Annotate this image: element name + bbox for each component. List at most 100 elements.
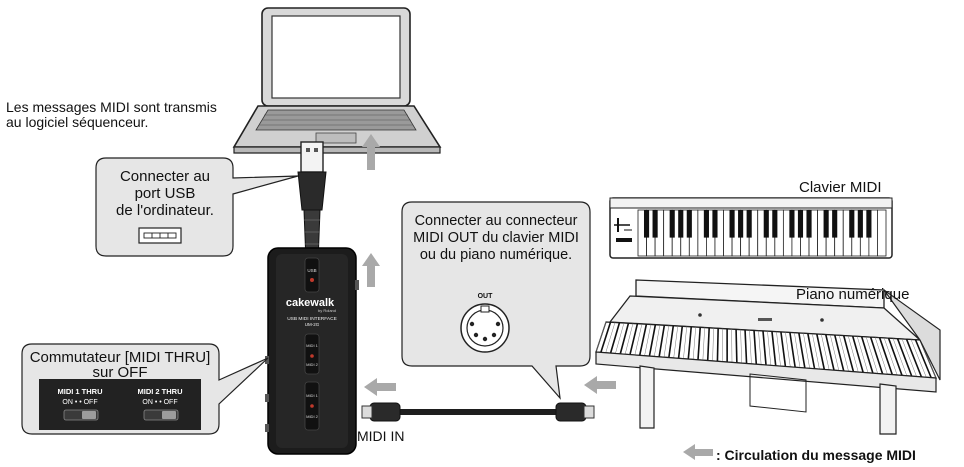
arrow-left-from-piano — [584, 376, 616, 394]
device-brand: cakewalk — [286, 297, 335, 309]
piano-numerique-label: Piano numérique — [796, 286, 909, 303]
piano-key-line — [803, 333, 810, 369]
piano-key-line — [677, 326, 684, 359]
piano-key-line — [892, 338, 908, 376]
piano-key-line — [740, 329, 742, 364]
piano-key-line — [883, 337, 898, 376]
midi-in-label: MIDI IN — [357, 428, 404, 444]
black-key — [789, 210, 795, 238]
piano-key-line — [683, 326, 687, 359]
connect-usb-line1: Connecter au — [120, 168, 210, 185]
piano-key-line — [785, 332, 791, 367]
legend-label: : Circulation du message MIDI — [716, 447, 916, 463]
callout-switch: MIDI 1 THRU ON • • OFF MIDI 2 THRU ON • … — [21, 343, 269, 435]
piano-key-line — [847, 335, 859, 373]
piano-key-line — [825, 334, 835, 371]
msg-transmit-line1: Les messages MIDI sont transmis — [6, 99, 217, 115]
piano-key-line — [673, 326, 679, 358]
piano-key-line — [697, 327, 701, 360]
piano-key-line — [812, 333, 820, 370]
piano-key-line — [758, 330, 762, 365]
piano-key-line — [807, 333, 816, 369]
black-key — [823, 210, 829, 238]
usb-port-icon — [138, 227, 182, 244]
piano-key-line — [833, 334, 845, 372]
piano-key-line — [706, 327, 710, 361]
device-model-line1: USB MIDI INTERFACE — [287, 316, 337, 322]
piano-key-line — [839, 335, 849, 372]
black-key — [738, 210, 744, 238]
black-key — [797, 210, 804, 238]
piano-key-line — [771, 331, 777, 366]
piano-key-line — [842, 335, 855, 372]
piano-key-line — [749, 330, 752, 364]
piano-key-line — [910, 339, 927, 378]
piano-key-line — [595, 321, 607, 353]
piano-key-line — [905, 338, 923, 378]
piano-key-line — [780, 331, 787, 367]
piano-key-line — [654, 325, 661, 357]
piano-key-line — [634, 324, 643, 356]
piano-key-line — [914, 339, 932, 378]
piano-key-line — [605, 322, 616, 353]
device-midi-label-2: MIDI 2 — [306, 362, 319, 367]
black-key — [643, 210, 650, 238]
piano-key-line — [735, 329, 738, 363]
black-key — [729, 210, 735, 238]
flow-arrows — [362, 134, 713, 460]
switch-2-state: ON • • OFF — [142, 399, 177, 406]
piano-key-line — [821, 334, 830, 370]
arrow-up-to-laptop — [362, 134, 380, 170]
piano-key-line — [816, 333, 826, 370]
connect-usb-line3: de l'ordinateur. — [116, 202, 214, 219]
piano-key-line — [638, 324, 648, 356]
connect-midi-out-line2: MIDI OUT du clavier MIDI — [413, 230, 579, 246]
piano-key-line — [687, 326, 693, 360]
device-midi-label-1: MIDI 1 — [306, 343, 319, 348]
piano-key-line — [874, 337, 888, 375]
switch-2-name: MIDI 2 THRU — [138, 387, 183, 396]
black-key — [703, 210, 709, 238]
piano-key-line — [692, 327, 696, 360]
callout-usb — [95, 157, 299, 257]
piano-key-line — [716, 328, 719, 362]
midi-din-connector-icon — [460, 303, 510, 353]
text-labels: Les messages MIDI sont transmis au logic… — [6, 99, 916, 463]
piano-key-line — [658, 325, 666, 357]
piano-key-line — [609, 322, 621, 354]
black-key — [857, 210, 863, 238]
keyboard-controls-icon — [614, 218, 632, 242]
black-key — [772, 210, 778, 238]
laptop-illustration — [232, 7, 442, 154]
device-midi-label-3: MIDI 1 — [306, 393, 319, 398]
piano-key-line — [798, 332, 806, 369]
piano-key-line — [648, 324, 657, 357]
piano-key-line — [600, 322, 612, 353]
black-key — [669, 210, 675, 238]
usb-cable — [297, 141, 327, 263]
piano-key-line — [744, 329, 748, 364]
connect-usb-line2: port USB — [135, 185, 196, 202]
black-key — [763, 210, 769, 238]
black-key — [678, 210, 684, 238]
black-key — [712, 210, 718, 238]
midi-interface-device: USB cakewalk by Roland USB MIDI INTERFAC… — [265, 247, 359, 455]
piano-key-line — [830, 334, 840, 371]
msg-transmit-line2: au logiciel séquenceur. — [6, 114, 148, 130]
piano-key-line — [887, 337, 903, 376]
piano-key-line — [615, 322, 625, 354]
black-key — [746, 210, 752, 238]
piano-key-line — [896, 338, 913, 377]
piano-key-line — [860, 336, 874, 374]
piano-key-line — [644, 324, 652, 356]
switch-1-state: ON • • OFF — [62, 399, 97, 406]
piano-key-line — [767, 331, 772, 366]
piano-key-line — [619, 323, 630, 355]
piano-key-line — [776, 331, 781, 367]
arrow-up-to-usb — [362, 253, 380, 287]
switch-callout-line2: sur OFF — [93, 364, 148, 381]
black-key — [652, 210, 658, 238]
device-model-line2: UM-2G — [305, 322, 320, 327]
connect-midi-out-line3: ou du piano numérique. — [420, 247, 572, 263]
white-key — [877, 209, 887, 257]
